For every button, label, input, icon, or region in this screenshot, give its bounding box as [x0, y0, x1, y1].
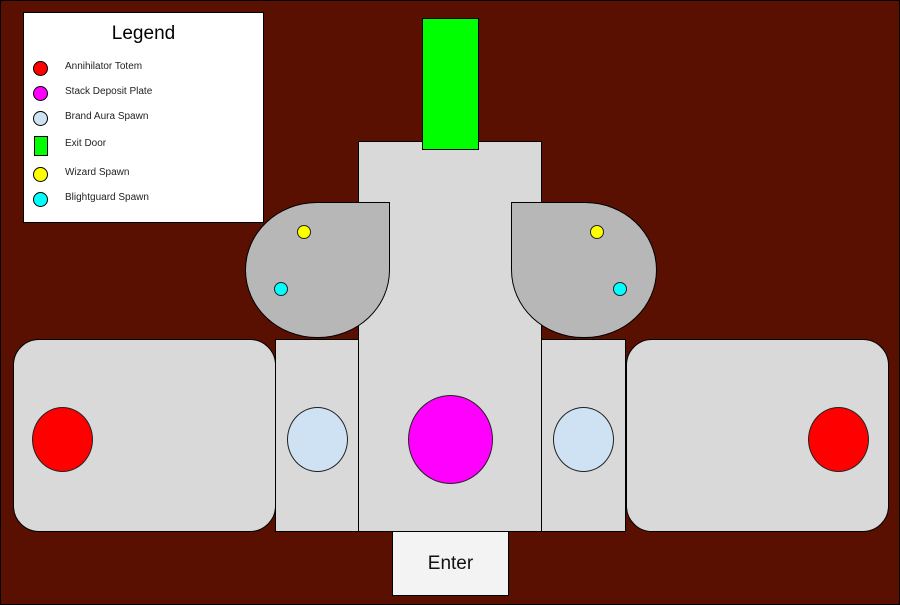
legend-label: Blightguard Spawn: [65, 192, 149, 203]
brand-aura-spawn-marker: [287, 407, 348, 472]
legend-label: Wizard Spawn: [65, 167, 130, 178]
legend-item-wizard-spawn: Wizard Spawn: [24, 164, 263, 184]
yellow-circle-icon: [33, 167, 48, 182]
brand-aura-spawn-marker: [553, 407, 614, 472]
red-circle-icon: [33, 61, 48, 76]
legend-label: Brand Aura Spawn: [65, 111, 149, 122]
right-alcove: [511, 202, 657, 338]
entrance-label: Enter: [427, 552, 474, 574]
magenta-circle-icon: [33, 86, 48, 101]
stack-deposit-plate-marker: [408, 395, 493, 484]
exit-door: [422, 18, 479, 150]
legend-panel: Legend Annihilator Totem Stack Deposit P…: [23, 12, 264, 223]
legend-item-stack-deposit-plate: Stack Deposit Plate: [24, 83, 263, 103]
blightguard-spawn-marker: [613, 282, 627, 296]
wizard-spawn-marker: [297, 225, 311, 239]
blightguard-spawn-marker: [274, 282, 288, 296]
cyan-circle-icon: [33, 192, 48, 207]
legend-item-annihilator-totem: Annihilator Totem: [24, 58, 263, 78]
annihilator-totem-marker: [32, 407, 93, 472]
wizard-spawn-marker: [590, 225, 604, 239]
legend-label: Annihilator Totem: [65, 61, 143, 72]
legend-item-blightguard-spawn: Blightguard Spawn: [24, 189, 263, 209]
left-alcove: [245, 202, 390, 338]
legend-item-brand-aura-spawn: Brand Aura Spawn: [24, 108, 263, 128]
entrance: Enter: [392, 531, 509, 596]
legend-title: Legend: [111, 23, 176, 44]
legend-label: Stack Deposit Plate: [65, 86, 153, 97]
light-blue-circle-icon: [33, 111, 48, 126]
annihilator-totem-marker: [808, 407, 869, 472]
green-rectangle-icon: [34, 136, 48, 156]
legend-item-exit-door: Exit Door: [24, 135, 263, 156]
legend-label: Exit Door: [65, 138, 107, 149]
